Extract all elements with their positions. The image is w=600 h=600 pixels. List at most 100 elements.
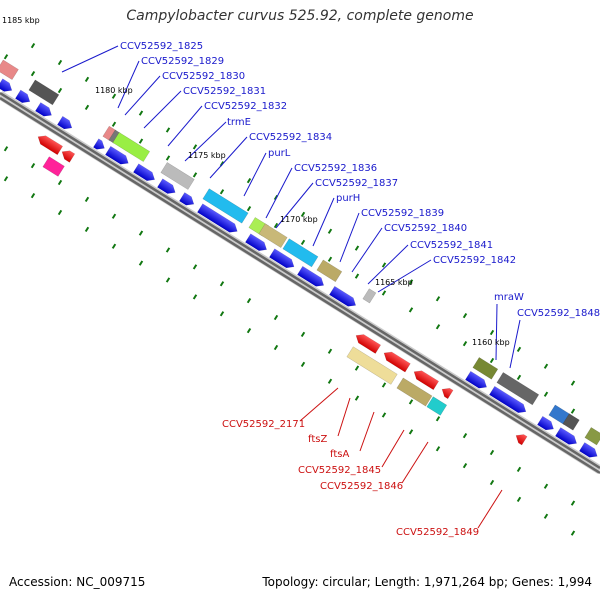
position-dot [435, 296, 441, 302]
position-dot [111, 93, 117, 99]
label-leader-line [143, 90, 182, 129]
forward-gene-arrow [57, 115, 73, 130]
gene-label[interactable]: CCV52592_1834 [249, 132, 332, 143]
feature-block [496, 372, 540, 406]
reverse-gene-arrow [413, 370, 440, 391]
position-dot [138, 110, 144, 116]
gene-label[interactable]: CCV52592_1825 [120, 41, 203, 52]
kbp-tick-1185: 1185 kbp [2, 16, 40, 25]
gene-label[interactable]: CCV52592_1840 [384, 223, 467, 234]
position-dot [300, 211, 306, 218]
reverse-gene-arrow [383, 351, 411, 373]
position-dot [327, 256, 333, 262]
feature-block [426, 396, 448, 416]
feature-block [562, 413, 580, 431]
gene-label[interactable]: CCV52592_1842 [433, 255, 516, 266]
gene-label[interactable]: CCV52592_2171 [222, 419, 305, 430]
position-dot [327, 348, 333, 354]
label-leader-line [337, 397, 351, 437]
position-dot [138, 260, 144, 266]
position-dot [219, 281, 225, 287]
label-leader-line [275, 182, 314, 229]
forward-gene-arrow [15, 89, 31, 103]
forward-gene-arrow [329, 285, 357, 307]
gene-label[interactable]: CCV52592_1832 [204, 101, 287, 112]
feature-block [42, 156, 65, 177]
reverse-gene-arrow [441, 387, 454, 400]
reverse-gene-arrow [37, 135, 64, 156]
label-leader-line [359, 411, 375, 452]
label-leader-line [477, 489, 503, 529]
position-dot [30, 192, 36, 199]
feature-block [28, 79, 60, 106]
feature-block [112, 132, 151, 163]
position-dot [516, 466, 522, 473]
position-dot [219, 161, 225, 167]
position-dot [111, 243, 117, 249]
gene-label[interactable]: CCV52592_1846 [320, 481, 403, 492]
gene-label[interactable]: CCV52592_1830 [162, 71, 245, 82]
gene-label[interactable]: purH [336, 193, 360, 204]
gene-label[interactable]: CCV52592_1849 [396, 527, 479, 538]
position-dot [381, 262, 387, 268]
position-dots [3, 42, 576, 536]
forward-gene-arrow [179, 192, 195, 206]
reverse-gene-arrow [515, 434, 528, 446]
position-dot [57, 179, 63, 186]
label-leader-line [339, 212, 360, 263]
position-dot [219, 189, 225, 195]
position-dot [111, 213, 117, 219]
gene-label[interactable]: CCV52592_1837 [315, 178, 398, 189]
position-dot [327, 378, 333, 384]
position-dot [273, 314, 279, 321]
label-leader-line [509, 319, 521, 369]
position-dot [462, 432, 468, 439]
gene-label[interactable]: CCV52592_1848 [517, 308, 600, 319]
position-dot [192, 144, 198, 150]
gene-label[interactable]: CCV52592_1845 [298, 465, 381, 476]
gene-label[interactable]: trmE [227, 117, 251, 128]
gene-label[interactable]: ftsZ [308, 434, 327, 445]
label-leader-line [377, 259, 432, 293]
label-leader-line [312, 197, 335, 247]
gene-label[interactable]: CCV52592_1829 [141, 56, 224, 67]
position-dot [192, 264, 198, 270]
position-dot [381, 412, 387, 418]
position-dot [354, 273, 360, 279]
forward-gene-arrow [245, 233, 267, 251]
position-dot [381, 382, 387, 388]
gene-label[interactable]: purL [268, 148, 291, 159]
gene-label[interactable]: CCV52592_1839 [361, 208, 444, 219]
label-leader-line [61, 45, 119, 73]
position-dot [570, 500, 576, 506]
gene-label[interactable]: ftsA [330, 449, 349, 460]
label-leader-line [265, 167, 293, 219]
position-dot [84, 196, 90, 203]
position-dot [435, 324, 441, 330]
forward-gene-arrow [197, 203, 238, 233]
gene-label[interactable]: CCV52592_1836 [294, 163, 377, 174]
feature-block [282, 238, 319, 268]
position-dot [246, 297, 252, 304]
kbp-tick-1160: 1160 kbp [472, 338, 510, 347]
position-dot [435, 446, 441, 452]
gene-label[interactable]: CCV52592_1841 [410, 240, 493, 251]
gene-label[interactable]: mraW [494, 292, 524, 303]
position-dot [408, 429, 414, 435]
position-dot [300, 361, 306, 368]
feature-block [584, 427, 600, 446]
accession-text: Accession: NC_009715 [9, 575, 146, 589]
position-dot [246, 327, 252, 334]
label-leader-line [184, 121, 227, 162]
forward-gene-arrow [465, 370, 487, 389]
position-dot [354, 245, 360, 251]
kbp-tick-1180: 1180 kbp [95, 86, 133, 95]
chromosome-backbone [0, 91, 600, 475]
forward-gene-arrow [35, 102, 52, 117]
position-dot [408, 307, 414, 313]
position-dot [84, 226, 90, 233]
position-dot [30, 162, 36, 169]
gene-label[interactable]: CCV52592_1831 [183, 86, 266, 97]
position-dot [300, 239, 306, 246]
